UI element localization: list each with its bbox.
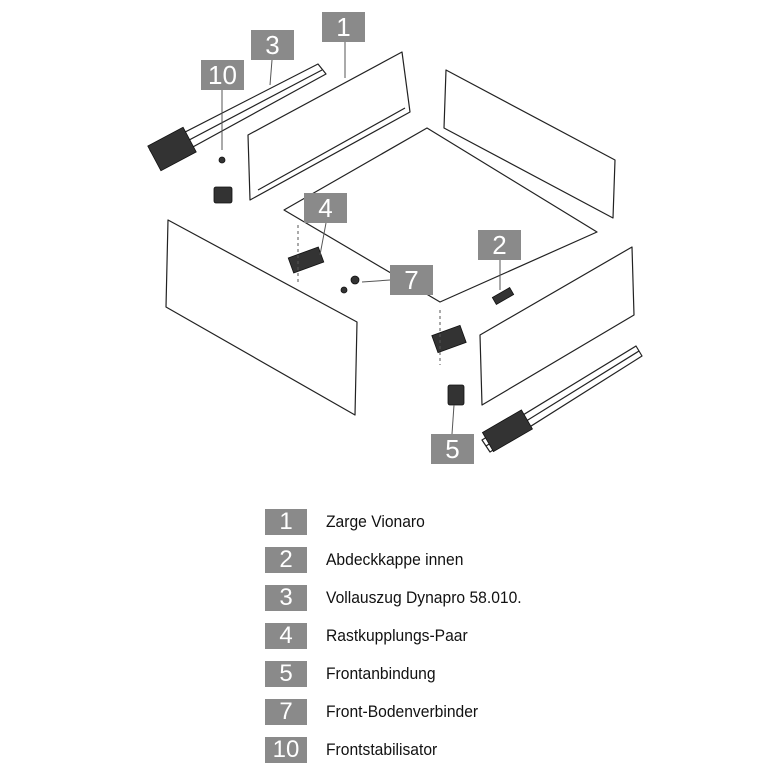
legend-item: 7 Front-Bodenverbinder	[265, 693, 539, 731]
legend-number: 7	[265, 699, 307, 725]
legend-item: 1 Zarge Vionaro	[265, 503, 539, 541]
legend-label: Abdeckkappe innen	[326, 550, 464, 569]
legend-label: Frontstabilisator	[326, 740, 438, 759]
legend-label: Vollauszug Dynapro 58.010.	[326, 588, 522, 607]
bottom-connector	[350, 275, 360, 285]
runner-mechanism-left	[147, 126, 197, 172]
legend-number: 3	[265, 585, 307, 611]
left-side-panel	[247, 51, 411, 201]
legend-number: 2	[265, 547, 307, 573]
legend-label: Front-Bodenverbinder	[326, 702, 479, 721]
screw	[218, 156, 226, 164]
legend-number: 10	[265, 737, 307, 763]
legend-label: Rastkupplungs-Paar	[326, 626, 468, 645]
legend-item: 10 Frontstabilisator	[265, 731, 539, 769]
callout-7: 7	[390, 265, 433, 295]
callout-2: 2	[478, 230, 521, 260]
exploded-drawer-diagram	[147, 42, 643, 453]
callout-3: 3	[251, 30, 294, 60]
right-side-panel	[479, 246, 635, 406]
legend-item: 4 Rastkupplungs-Paar	[265, 617, 539, 655]
legend-number: 5	[265, 661, 307, 687]
runner-mechanism-right	[481, 409, 533, 453]
legend-item: 2 Abdeckkappe innen	[265, 541, 539, 579]
parts-legend: 1 Zarge Vionaro 2 Abdeckkappe innen 3 Volla…	[265, 503, 539, 769]
front-panel	[165, 219, 358, 416]
coupling-right	[431, 324, 467, 354]
legend-item: 5 Frontanbindung	[265, 655, 539, 693]
coupling-left	[287, 246, 325, 274]
legend-number: 1	[265, 509, 307, 535]
legend-item: 3 Vollauszug Dynapro 58.010.	[265, 579, 539, 617]
callout-1: 1	[322, 12, 365, 42]
screw	[340, 286, 348, 294]
legend-label: Zarge Vionaro	[326, 512, 425, 531]
callout-5: 5	[431, 434, 474, 464]
callout-4: 4	[304, 193, 347, 223]
front-stabilisator-part	[213, 186, 233, 204]
front-connector-part	[447, 384, 465, 406]
legend-number: 4	[265, 623, 307, 649]
legend-label: Frontanbindung	[326, 664, 436, 683]
cover-cap	[491, 286, 515, 306]
callout-10: 10	[201, 60, 244, 90]
back-panel	[443, 69, 616, 219]
